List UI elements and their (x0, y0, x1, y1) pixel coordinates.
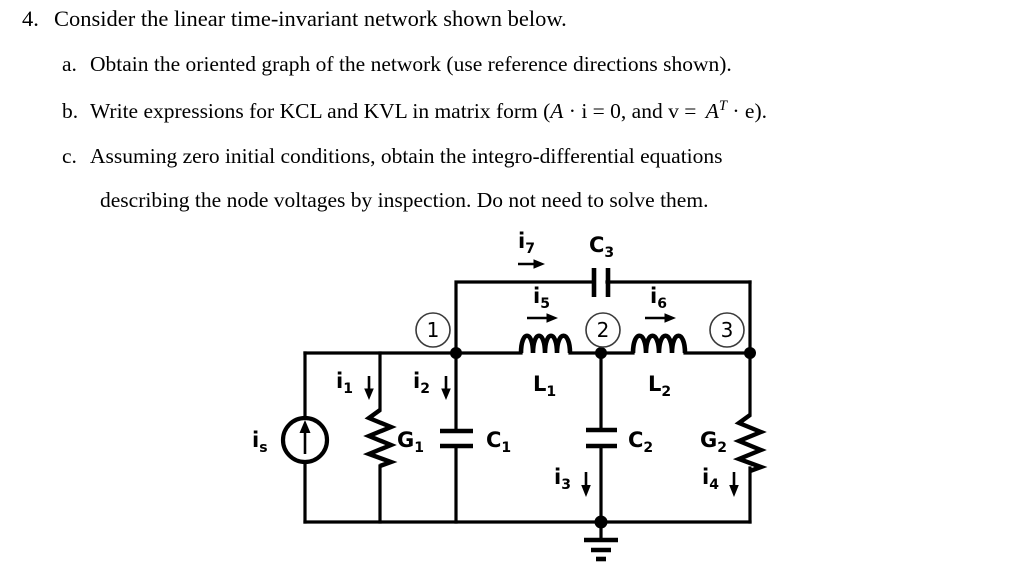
part-b-math-dot1: · i = 0, and v = (563, 99, 702, 124)
label-current-i5: i5 (533, 284, 550, 312)
question-part-a-row: a. Obtain the oriented graph of the netw… (62, 52, 732, 77)
question-stem-text: Consider the linear time-invariant netwo… (54, 6, 567, 31)
node-badge-3: 3 (709, 312, 745, 348)
inductor-l1-symbol (518, 333, 573, 354)
label-c2: C2 (628, 428, 653, 456)
part-b-math-sup: T (718, 98, 728, 114)
question-part-b-row: b. Write expressions for KCL and KVL in … (62, 98, 767, 124)
label-current-i4: i4 (702, 465, 719, 493)
part-b-marker: b. (62, 99, 79, 124)
part-a-marker: a. (62, 52, 77, 76)
question-part-c-row: c. Assuming zero initial conditions, obt… (62, 144, 723, 169)
label-l1: L1 (533, 372, 556, 400)
question-stem-row: 4. Consider the linear time-invariant ne… (22, 6, 567, 32)
junction-dot-node3 (744, 347, 756, 359)
arrow-current-i5 (527, 313, 558, 323)
arrow-current-i2 (441, 376, 451, 400)
part-b-math-dot2: · e). (727, 99, 768, 124)
node-badge-2-label: 2 (597, 318, 610, 342)
junction-dot-ground (594, 515, 608, 529)
arrow-current-i3 (581, 472, 591, 497)
part-c-text: Assuming zero initial conditions, obtain… (90, 144, 723, 168)
circuit-diagram: is G1 C1 L1 C2 L2 G2 C3 (0, 228, 1024, 582)
junction-dot-node1 (450, 347, 462, 359)
arrow-current-i1 (364, 376, 374, 400)
part-b-text-pre: Write expressions for KCL and KVL in mat… (90, 99, 551, 124)
resistor-g2-symbol (732, 413, 768, 474)
capacitor-c3-symbol (591, 268, 611, 297)
part-c-text-line2: describing the node voltages by inspecti… (100, 188, 709, 212)
label-g2: G2 (700, 428, 727, 456)
node-badge-3-label: 3 (721, 318, 734, 342)
label-c1: C1 (486, 428, 511, 456)
junction-dot-node2 (595, 347, 607, 359)
label-g1: G1 (397, 428, 424, 456)
resistor-g1-symbol (362, 408, 398, 469)
question-number: 4. (22, 6, 39, 31)
question-block: 4. Consider the linear time-invariant ne… (0, 0, 1024, 232)
node-badge-1-label: 1 (427, 318, 440, 342)
part-a-text: Obtain the oriented graph of the network… (90, 52, 732, 76)
label-current-i6: i6 (650, 284, 667, 312)
label-source-current: is (252, 428, 268, 456)
inductor-l2-symbol (630, 333, 688, 354)
arrow-current-i6 (645, 313, 676, 323)
current-source-symbol (280, 415, 330, 465)
part-b-text: Write expressions for KCL and KVL in mat… (90, 98, 767, 124)
label-current-i3: i3 (554, 465, 571, 493)
wire-top-c3-branch (454, 280, 752, 355)
node-badge-2: 2 (585, 312, 621, 348)
question-part-c-row-2: describing the node voltages by inspecti… (100, 188, 708, 213)
label-current-i1: i1 (336, 369, 353, 397)
part-c-marker: c. (62, 144, 77, 168)
part-b-math-a: A (550, 99, 564, 124)
label-current-i2: i2 (413, 369, 430, 397)
node-badge-1: 1 (415, 312, 451, 348)
capacitor-c1-symbol (440, 428, 473, 449)
arrow-current-i4 (729, 472, 739, 497)
capacitor-c2-symbol (586, 427, 617, 449)
label-c3: C3 (589, 233, 614, 261)
part-b-math-b: A (705, 99, 719, 124)
label-current-i7: i7 (518, 229, 535, 257)
arrow-current-i7 (518, 259, 545, 269)
label-l2: L2 (648, 372, 671, 400)
